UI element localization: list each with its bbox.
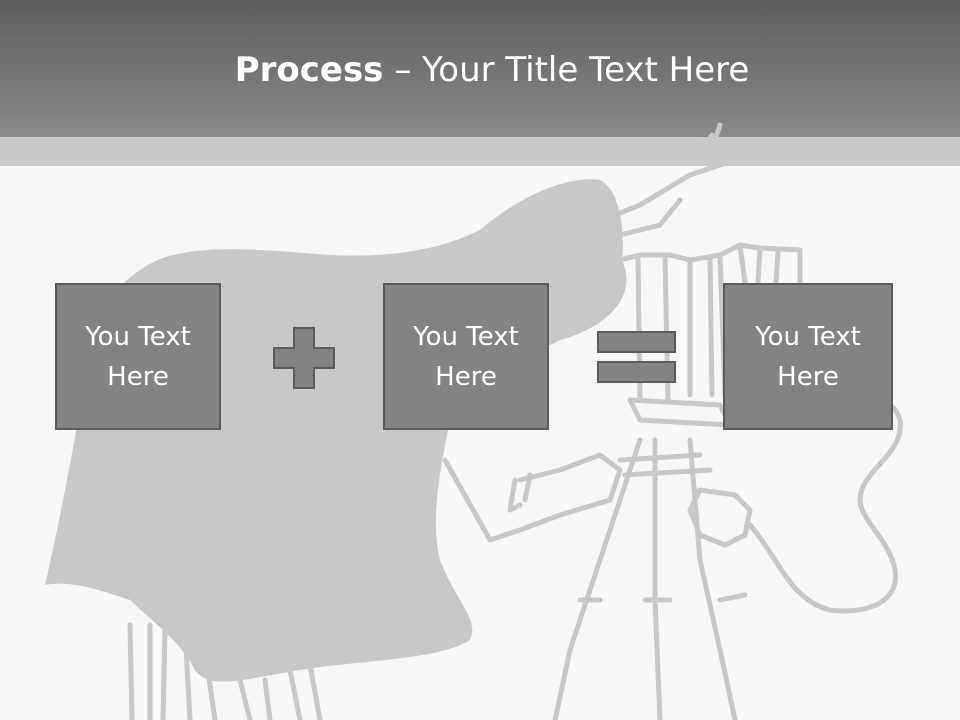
process-box-2[interactable]: You Text Here	[383, 283, 549, 430]
equals-icon	[597, 331, 676, 383]
title-rest: – Your Title Text Here	[383, 50, 750, 90]
plus-icon	[273, 327, 335, 389]
slide-title: Process – Your Title Text Here	[0, 50, 960, 90]
process-box-1[interactable]: You Text Here	[55, 283, 221, 430]
title-bar	[0, 0, 960, 137]
process-box-1-label: You Text Here	[85, 321, 191, 392]
header-band	[0, 137, 960, 166]
process-box-3[interactable]: You Text Here	[723, 283, 893, 430]
process-box-3-label: You Text Here	[755, 321, 861, 392]
title-bold: Process	[234, 50, 384, 90]
process-box-2-label: You Text Here	[413, 321, 519, 392]
